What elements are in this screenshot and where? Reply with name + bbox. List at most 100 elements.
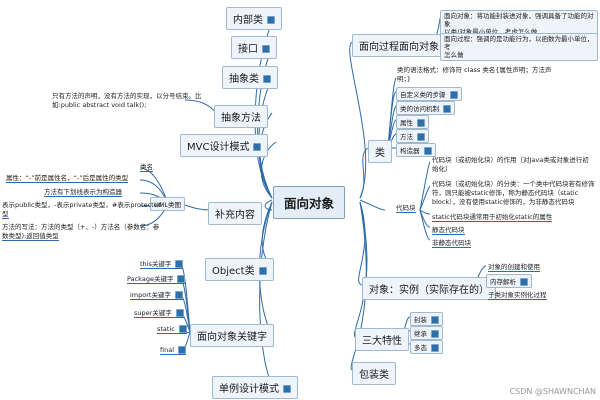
note-line: 怎么做 bbox=[444, 51, 464, 59]
note-icon bbox=[417, 133, 425, 141]
code-block-item[interactable]: 静态代码块 bbox=[432, 226, 465, 235]
note-icon bbox=[262, 45, 270, 53]
node-label: 对象：实例（实际存在的） bbox=[369, 285, 489, 296]
code-block-item[interactable]: 非静态代码块 bbox=[432, 239, 471, 248]
keyword-item[interactable]: static bbox=[157, 325, 187, 334]
keyword-item[interactable]: final bbox=[160, 346, 187, 355]
class-item[interactable]: 方法 bbox=[396, 129, 429, 143]
keyword-item[interactable]: this关键字 bbox=[140, 258, 184, 269]
note-icon bbox=[423, 147, 432, 155]
note-line: block），没有使用static修饰的，为非静态代码块 bbox=[432, 198, 575, 206]
uml-item: 属性：“-”前是属性名，“-”后是属性的类型 bbox=[6, 174, 129, 183]
uml-item: 方法有下划线表示为构造器 bbox=[44, 188, 122, 197]
note-line: 类的语法格式：修饰符 class 类名{属性声明；方法声 bbox=[397, 66, 552, 74]
node-code-block[interactable]: 代码块 bbox=[396, 204, 416, 213]
uml-item: 数类型):返回值类型 bbox=[2, 232, 59, 241]
note-icon bbox=[431, 316, 439, 324]
pop-note: 面向过程：强调的是功能行为，以函数为最小单位，考 怎么做 bbox=[440, 33, 598, 61]
node-label: Object类 bbox=[212, 266, 255, 277]
node-label: 包装类 bbox=[359, 370, 389, 381]
feature-label: 封装 bbox=[414, 316, 427, 324]
feature-item[interactable]: 封装 bbox=[410, 312, 443, 326]
feature-item[interactable]: 多态 bbox=[410, 340, 443, 354]
node-inner-class[interactable]: 内部类 bbox=[226, 7, 282, 30]
node-supplement[interactable]: 补充内容 bbox=[208, 202, 262, 225]
feature-item[interactable]: 继承 bbox=[410, 326, 443, 340]
note-icon bbox=[267, 16, 275, 24]
class-item-label: 构造器 bbox=[400, 147, 420, 155]
class-item[interactable]: 自定义类的步骤 bbox=[396, 87, 462, 101]
node-label: MVC设计模式 bbox=[187, 142, 250, 153]
node-keywords[interactable]: 面向对象关键字 bbox=[190, 324, 274, 347]
node-label: 补充内容 bbox=[215, 210, 255, 221]
uml-item: 型 bbox=[2, 210, 9, 219]
node-label: 三大特性 bbox=[362, 336, 402, 347]
node-uml[interactable]: UML类图 bbox=[150, 197, 185, 211]
node-singleton[interactable]: 单例设计模式 bbox=[212, 376, 298, 399]
feature-label: 继承 bbox=[414, 330, 427, 338]
keyword-label: super关键字 bbox=[134, 309, 172, 317]
node-wrapper[interactable]: 包装类 bbox=[352, 362, 396, 385]
keyword-item[interactable]: super关键字 bbox=[134, 307, 184, 318]
object-item[interactable]: 内存解析 bbox=[486, 274, 532, 288]
keyword-label: this关键字 bbox=[140, 260, 172, 268]
node-object[interactable]: 对象：实例（实际存在的） bbox=[362, 277, 496, 300]
note-icon bbox=[175, 309, 184, 317]
note-icon bbox=[449, 91, 458, 99]
uml-item: 类名 bbox=[140, 163, 153, 172]
node-interface[interactable]: 接口 bbox=[231, 36, 277, 59]
class-item-label: 属性 bbox=[400, 119, 413, 127]
note-icon bbox=[174, 291, 183, 299]
class-item[interactable]: 构造器 bbox=[396, 143, 436, 157]
node-label: 面向过程面向对象 bbox=[359, 42, 439, 53]
node-label: 抽象方法 bbox=[221, 113, 261, 124]
note-icon bbox=[263, 75, 271, 83]
keyword-item[interactable]: import关键字 bbox=[130, 289, 183, 300]
note-icon bbox=[258, 267, 267, 275]
code-block-purpose: 代码块（或初始化块）的作用（对Java类或对象进行初 始化） bbox=[432, 156, 597, 174]
class-item-label: 自定义类的步骤 bbox=[400, 91, 446, 99]
node-label: 接口 bbox=[238, 44, 258, 55]
central-topic[interactable]: 面向对象 bbox=[273, 186, 346, 219]
keyword-item[interactable]: Package关键字 bbox=[127, 273, 186, 284]
note-icon bbox=[431, 344, 439, 352]
note-line: 面向过程：强调的是功能行为，以函数为最小单位，考 bbox=[444, 35, 594, 51]
abstract-method-note: 只有方法的声明，没有方法的实现，以分号结束。比 如:public abstrac… bbox=[52, 92, 212, 110]
note-icon bbox=[177, 275, 186, 283]
note-line: 明；} bbox=[397, 75, 411, 83]
feature-label: 多态 bbox=[414, 344, 427, 352]
note-line: 如:public abstract void talk(); bbox=[52, 101, 147, 109]
class-syntax: 类的语法格式：修饰符 class 类名{属性声明；方法声 明；} bbox=[397, 66, 577, 84]
note-icon bbox=[253, 143, 262, 151]
node-label: 面向对象关键字 bbox=[197, 332, 267, 343]
note-line: 符，则只能被static修饰，称为静态代码块（static bbox=[432, 189, 579, 197]
note-line: 面向对象：将功能封装进对象，强调具备了功能的对象 bbox=[444, 12, 594, 28]
uml-item: 方法的写法：方法的类型（+、-）方法名（参数名：参 bbox=[2, 223, 160, 231]
node-class[interactable]: 类 bbox=[368, 140, 392, 163]
node-three-features[interactable]: 三大特性 bbox=[355, 328, 409, 351]
keyword-label: static bbox=[157, 325, 175, 333]
node-pop-oop[interactable]: 面向过程面向对象 bbox=[352, 34, 446, 57]
node-label: 类 bbox=[375, 148, 385, 159]
class-item[interactable]: 类的访问机制 bbox=[396, 101, 455, 115]
object-item[interactable]: 子类对象实例化过程 bbox=[488, 291, 547, 300]
note-line: 以类/对象最小单位，考虑怎么做 bbox=[444, 28, 538, 36]
note-icon bbox=[431, 330, 439, 338]
node-label: 抽象类 bbox=[229, 74, 259, 85]
node-abstract-method[interactable]: 抽象方法 bbox=[214, 105, 268, 128]
class-item[interactable]: 属性 bbox=[396, 115, 429, 129]
code-block-types: 代码块（或初始化块）的分类：一个类中代码块若有修饰 符，则只能被static修饰… bbox=[432, 180, 600, 207]
object-item[interactable]: 对象的创建和使用 bbox=[488, 263, 540, 272]
note-line: 代码块（或初始化块）的分类：一个类中代码块若有修饰 bbox=[432, 180, 595, 188]
node-mvc[interactable]: MVC设计模式 bbox=[180, 134, 269, 157]
note-line: 只有方法的声明，没有方法的实现，以分号结束。比 bbox=[52, 92, 202, 100]
note-icon bbox=[520, 278, 528, 286]
node-object-class[interactable]: Object类 bbox=[205, 258, 274, 281]
note-icon bbox=[443, 105, 451, 113]
code-block-item[interactable]: static代码块通常用于初始化static的属性 bbox=[432, 213, 553, 222]
keyword-label: import关键字 bbox=[130, 291, 171, 299]
note-line: 代码块（或初始化块）的作用（对Java类或对象进行初 bbox=[432, 156, 589, 164]
object-item-label: 内存解析 bbox=[490, 278, 516, 286]
node-abstract-class[interactable]: 抽象类 bbox=[222, 66, 278, 89]
